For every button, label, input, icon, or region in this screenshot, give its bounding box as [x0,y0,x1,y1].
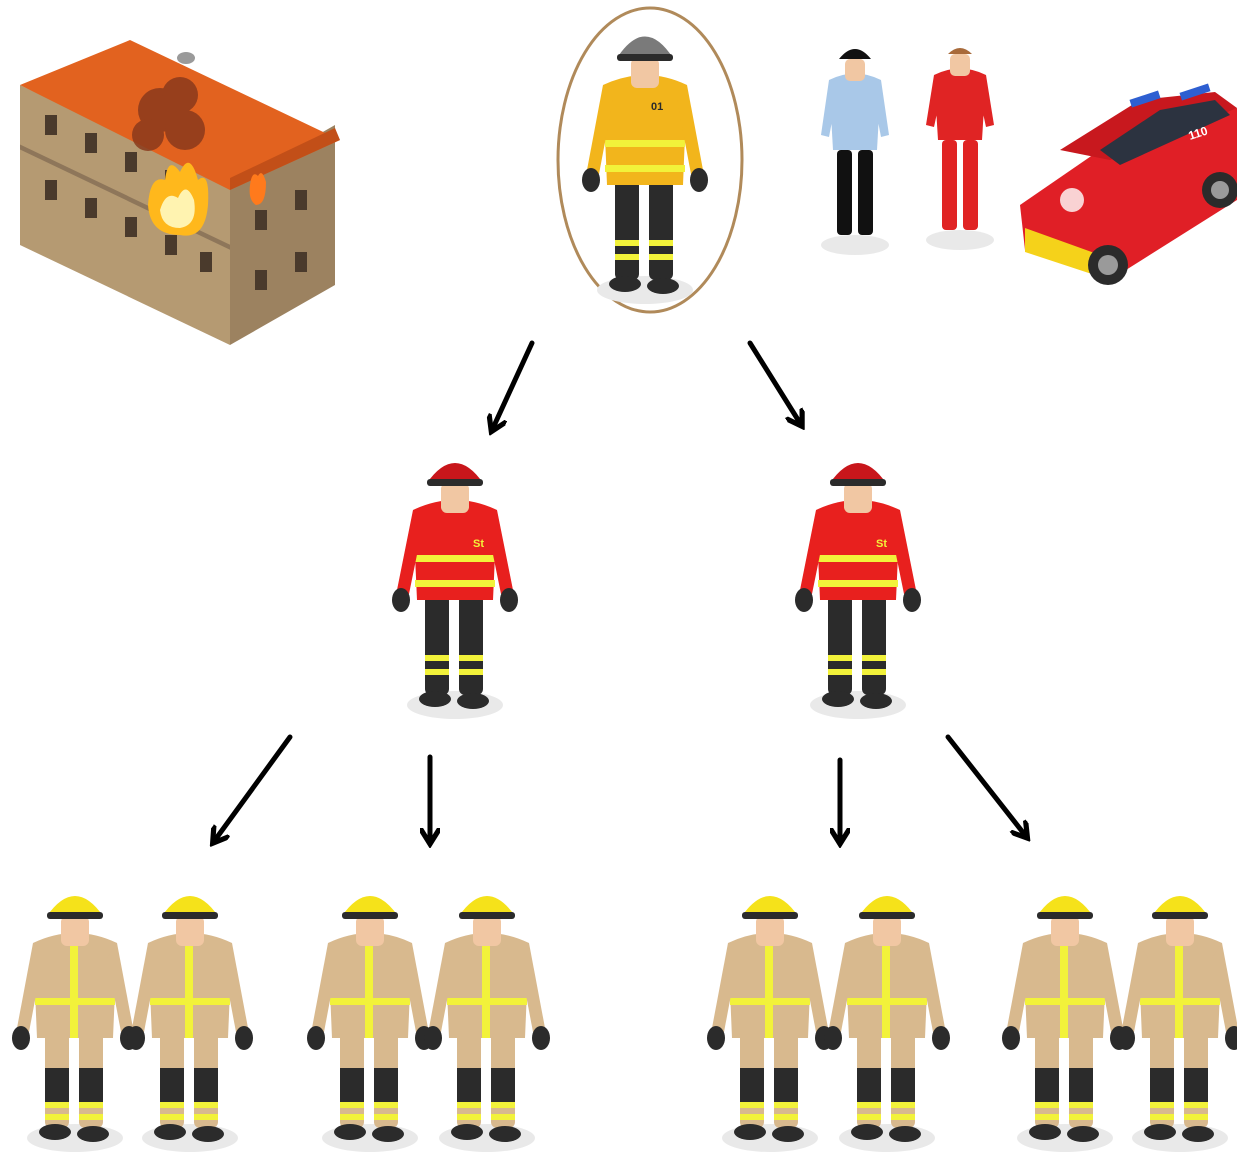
crew-leader-right-label: St [876,538,887,550]
arrow-commander-to-crew-right [747,340,800,423]
smoke-diver [127,896,253,1152]
smoke-diver [424,896,550,1152]
team-3 [707,896,950,1152]
commander-helmet-number: 01 [651,101,663,113]
firefighter [12,896,138,1152]
commander-highlight-ring [556,6,744,314]
arrow-crew-left-to-team-1 [215,734,293,840]
crew-leader-right: St [795,463,921,719]
command-vehicle-icon: 110 [1020,83,1237,285]
vehicle-plate-text: 110 [1187,123,1210,142]
team-4 [1002,896,1237,1152]
incident-commander: 01 [556,6,744,314]
firefighter [707,896,833,1152]
smoke-diver [1117,896,1237,1152]
team-1 [12,896,253,1152]
arrow-commander-to-crew-left [493,340,535,428]
hierarchy-arrows [215,340,1025,840]
police-officer [821,49,889,255]
arrow-crew-right-to-team-4 [945,734,1025,835]
team-2 [307,896,550,1152]
paramedic [926,48,994,250]
crew-leader-left: St [392,463,518,719]
smoke-diver [824,896,950,1152]
crew-leader-left-label: St [473,538,484,550]
burning-house-icon [20,40,340,345]
firefighter [307,896,433,1152]
firefighter [1002,896,1128,1152]
